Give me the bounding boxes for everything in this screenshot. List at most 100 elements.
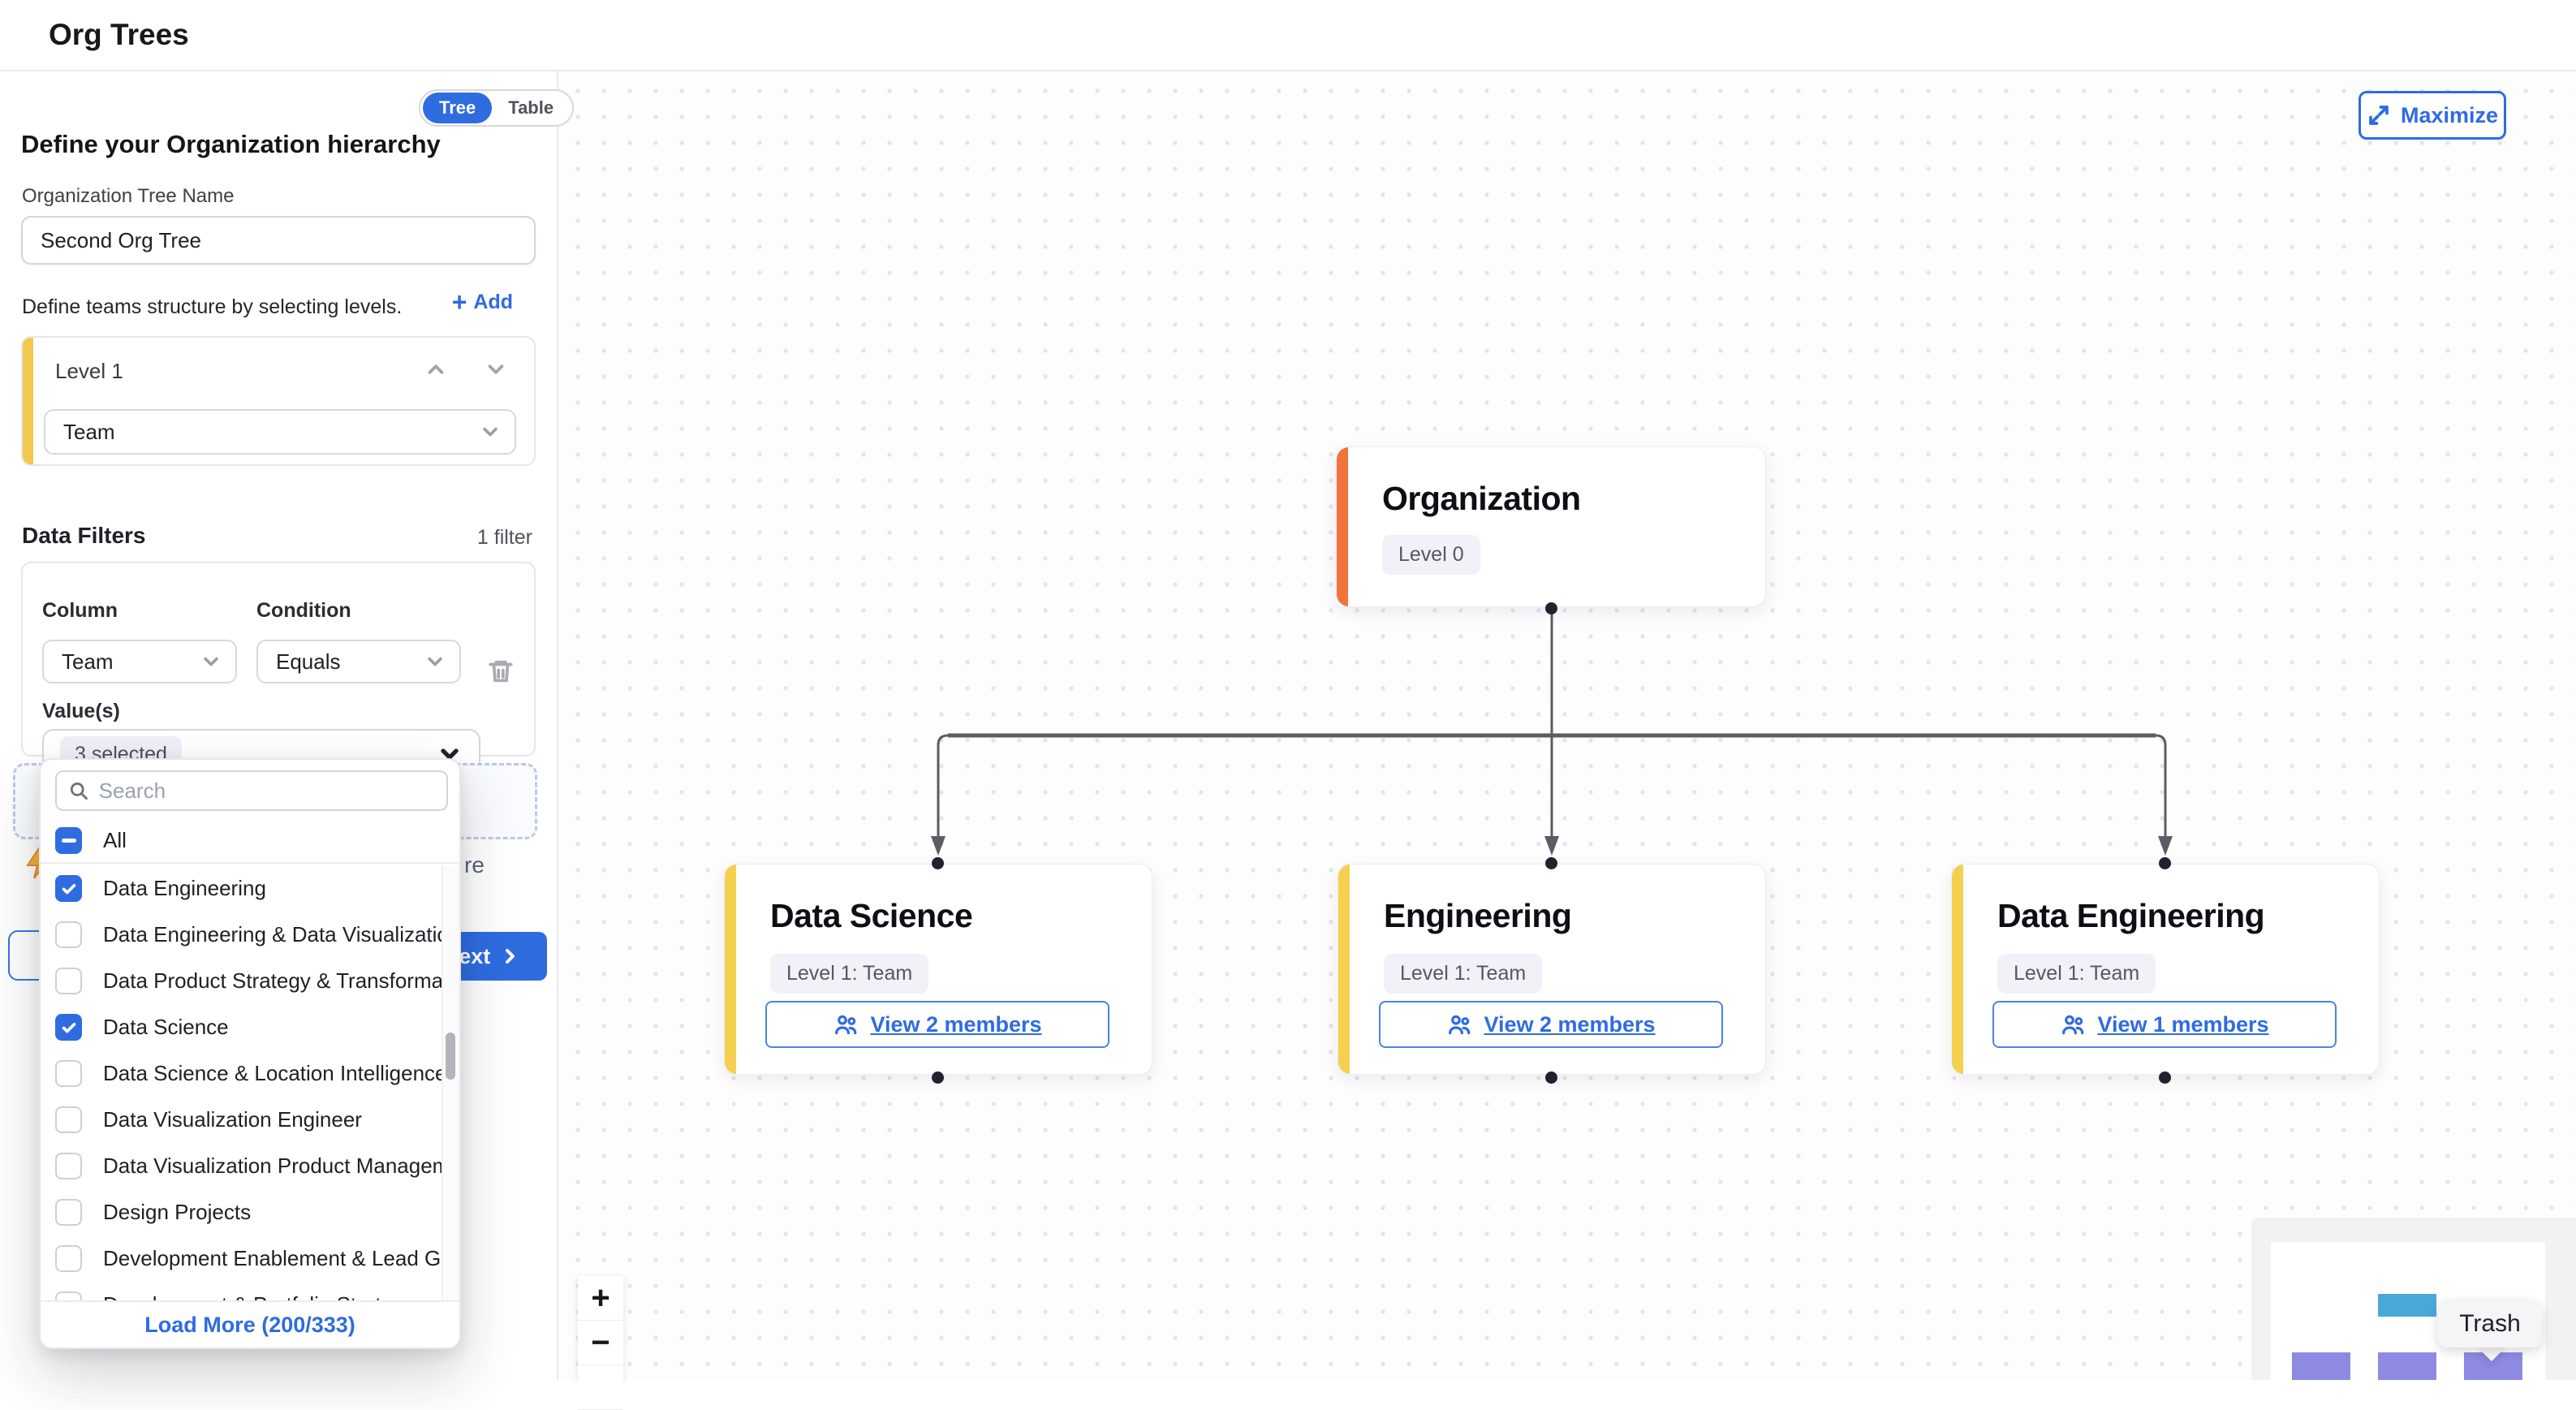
node-accent-bar — [1338, 865, 1350, 1074]
node-accent-bar — [1952, 865, 1963, 1074]
option-checkbox[interactable] — [55, 875, 82, 902]
add-level-label: Add — [473, 291, 513, 314]
add-level-button[interactable]: + Add — [452, 289, 513, 315]
chevron-down-icon — [424, 650, 446, 673]
ai-text-fragment: re — [464, 852, 485, 878]
chevron-down-icon — [200, 650, 222, 673]
chevron-down-icon — [479, 420, 502, 443]
option-row[interactable]: Data Visualization Engineer — [41, 1097, 459, 1143]
node-title: Engineering — [1384, 897, 1571, 935]
dropdown-footer: Load More (200/333) — [41, 1300, 459, 1347]
node-organization[interactable]: Organization Level 0 — [1336, 446, 1766, 607]
plus-icon: + — [452, 289, 467, 315]
search-input[interactable] — [99, 778, 435, 804]
connection-handle[interactable] — [932, 857, 944, 869]
dropdown-options-list[interactable]: Data Engineering Data Engineering & Data… — [41, 865, 459, 1304]
option-row[interactable]: Design Projects — [41, 1189, 459, 1235]
option-row[interactable]: Data Science — [41, 1004, 459, 1050]
level-title: Level 1 — [55, 359, 123, 384]
option-row[interactable]: Data Visualization Product Managem... — [41, 1143, 459, 1189]
values-dropdown: All Data Engineering Data Engineering & … — [39, 758, 461, 1349]
filter-count: 1 filter — [477, 526, 532, 550]
view-members-label: View 2 members — [1484, 1012, 1655, 1037]
column-value: Team — [62, 649, 114, 675]
option-checkbox[interactable] — [55, 1106, 82, 1133]
option-label: Data Engineering — [103, 876, 266, 901]
select-all-row[interactable]: All — [41, 818, 459, 864]
option-checkbox[interactable] — [55, 968, 82, 994]
option-checkbox[interactable] — [55, 921, 82, 948]
connection-handle[interactable] — [2159, 857, 2171, 869]
tab-tree[interactable]: Tree — [423, 93, 492, 123]
node-data-engineering[interactable]: Data Engineering Level 1: Team View 1 me… — [1951, 864, 2380, 1075]
minimap[interactable] — [2251, 1218, 2576, 1380]
option-row[interactable]: Data Engineering & Data Visualization — [41, 912, 459, 958]
column-select[interactable]: Team — [42, 640, 237, 683]
users-icon — [2060, 1011, 2086, 1037]
zoom-out-button[interactable]: − — [578, 1321, 623, 1365]
node-engineering[interactable]: Engineering Level 1: Team View 2 members — [1338, 864, 1766, 1075]
option-label: Development Enablement & Lead Ge... — [103, 1246, 459, 1271]
load-more-link[interactable]: Load More (200/333) — [144, 1313, 355, 1338]
fit-view-button[interactable] — [578, 1365, 623, 1410]
node-title: Data Science — [770, 897, 972, 935]
trash-icon[interactable] — [487, 658, 515, 685]
users-icon — [1446, 1011, 1472, 1037]
select-all-checkbox[interactable] — [55, 827, 82, 854]
level-accent-bar — [23, 338, 33, 464]
column-label: Column — [42, 599, 118, 623]
condition-select[interactable]: Equals — [256, 640, 461, 683]
node-accent-bar — [725, 865, 736, 1074]
select-all-label: All — [103, 828, 127, 853]
option-label: Data Visualization Product Managem... — [103, 1153, 459, 1179]
dropdown-search[interactable] — [55, 770, 448, 811]
scrollbar-track[interactable] — [442, 865, 459, 1304]
connection-handle[interactable] — [1545, 857, 1557, 869]
option-label: Data Visualization Engineer — [103, 1107, 362, 1132]
view-members-label: View 2 members — [870, 1012, 1041, 1037]
connection-handle[interactable] — [1545, 1072, 1557, 1084]
view-members-button[interactable]: View 1 members — [1992, 1001, 2337, 1048]
view-members-button[interactable]: View 2 members — [1379, 1001, 1723, 1048]
data-filters-heading: Data Filters — [22, 523, 146, 549]
search-icon — [68, 779, 89, 802]
option-row[interactable]: Data Science & Location Intelligence — [41, 1050, 459, 1097]
option-checkbox[interactable] — [55, 1199, 82, 1226]
option-label: Design Projects — [103, 1200, 251, 1225]
maximize-button[interactable]: Maximize — [2358, 91, 2506, 140]
option-row[interactable]: Data Engineering — [41, 865, 459, 912]
users-icon — [833, 1011, 859, 1037]
scrollbar-thumb[interactable] — [446, 1033, 455, 1080]
app-header: Org Trees — [0, 0, 2576, 71]
trash-tooltip-label: Trash — [2459, 1310, 2521, 1338]
option-row[interactable]: Development Enablement & Lead Ge... — [41, 1235, 459, 1282]
connection-handle[interactable] — [932, 1072, 944, 1084]
filter-row: Column Condition Team Equals Value(s) 3 … — [21, 562, 536, 757]
levels-hint: Define teams structure by selecting leve… — [22, 295, 402, 319]
node-level-badge: Level 1: Team — [1384, 954, 1542, 994]
connection-handle[interactable] — [1545, 602, 1557, 614]
view-toggle: Tree Table — [419, 89, 574, 127]
option-label: Data Engineering & Data Visualization — [103, 922, 459, 947]
level-type-select[interactable]: Team — [44, 409, 516, 455]
flow-canvas[interactable] — [558, 71, 2576, 1380]
zoom-in-button[interactable]: + — [578, 1276, 623, 1321]
option-row[interactable]: Data Product Strategy & Transformat... — [41, 958, 459, 1004]
level-type-value: Team — [63, 420, 115, 445]
minimap-node — [2378, 1294, 2436, 1317]
option-checkbox[interactable] — [55, 1245, 82, 1272]
maximize-label: Maximize — [2401, 103, 2498, 128]
chevron-up-icon[interactable] — [424, 357, 448, 382]
tab-table[interactable]: Table — [492, 93, 570, 123]
page-title: Org Trees — [49, 18, 189, 52]
option-checkbox[interactable] — [55, 1014, 82, 1041]
connection-handle[interactable] — [2159, 1072, 2171, 1084]
condition-label: Condition — [256, 599, 351, 623]
option-checkbox[interactable] — [55, 1153, 82, 1179]
chevron-down-icon[interactable] — [484, 357, 508, 382]
tree-name-input[interactable] — [21, 216, 536, 265]
view-members-button[interactable]: View 2 members — [765, 1001, 1109, 1048]
node-data-science[interactable]: Data Science Level 1: Team View 2 member… — [724, 864, 1152, 1075]
node-level-badge: Level 0 — [1382, 535, 1480, 575]
option-checkbox[interactable] — [55, 1060, 82, 1087]
